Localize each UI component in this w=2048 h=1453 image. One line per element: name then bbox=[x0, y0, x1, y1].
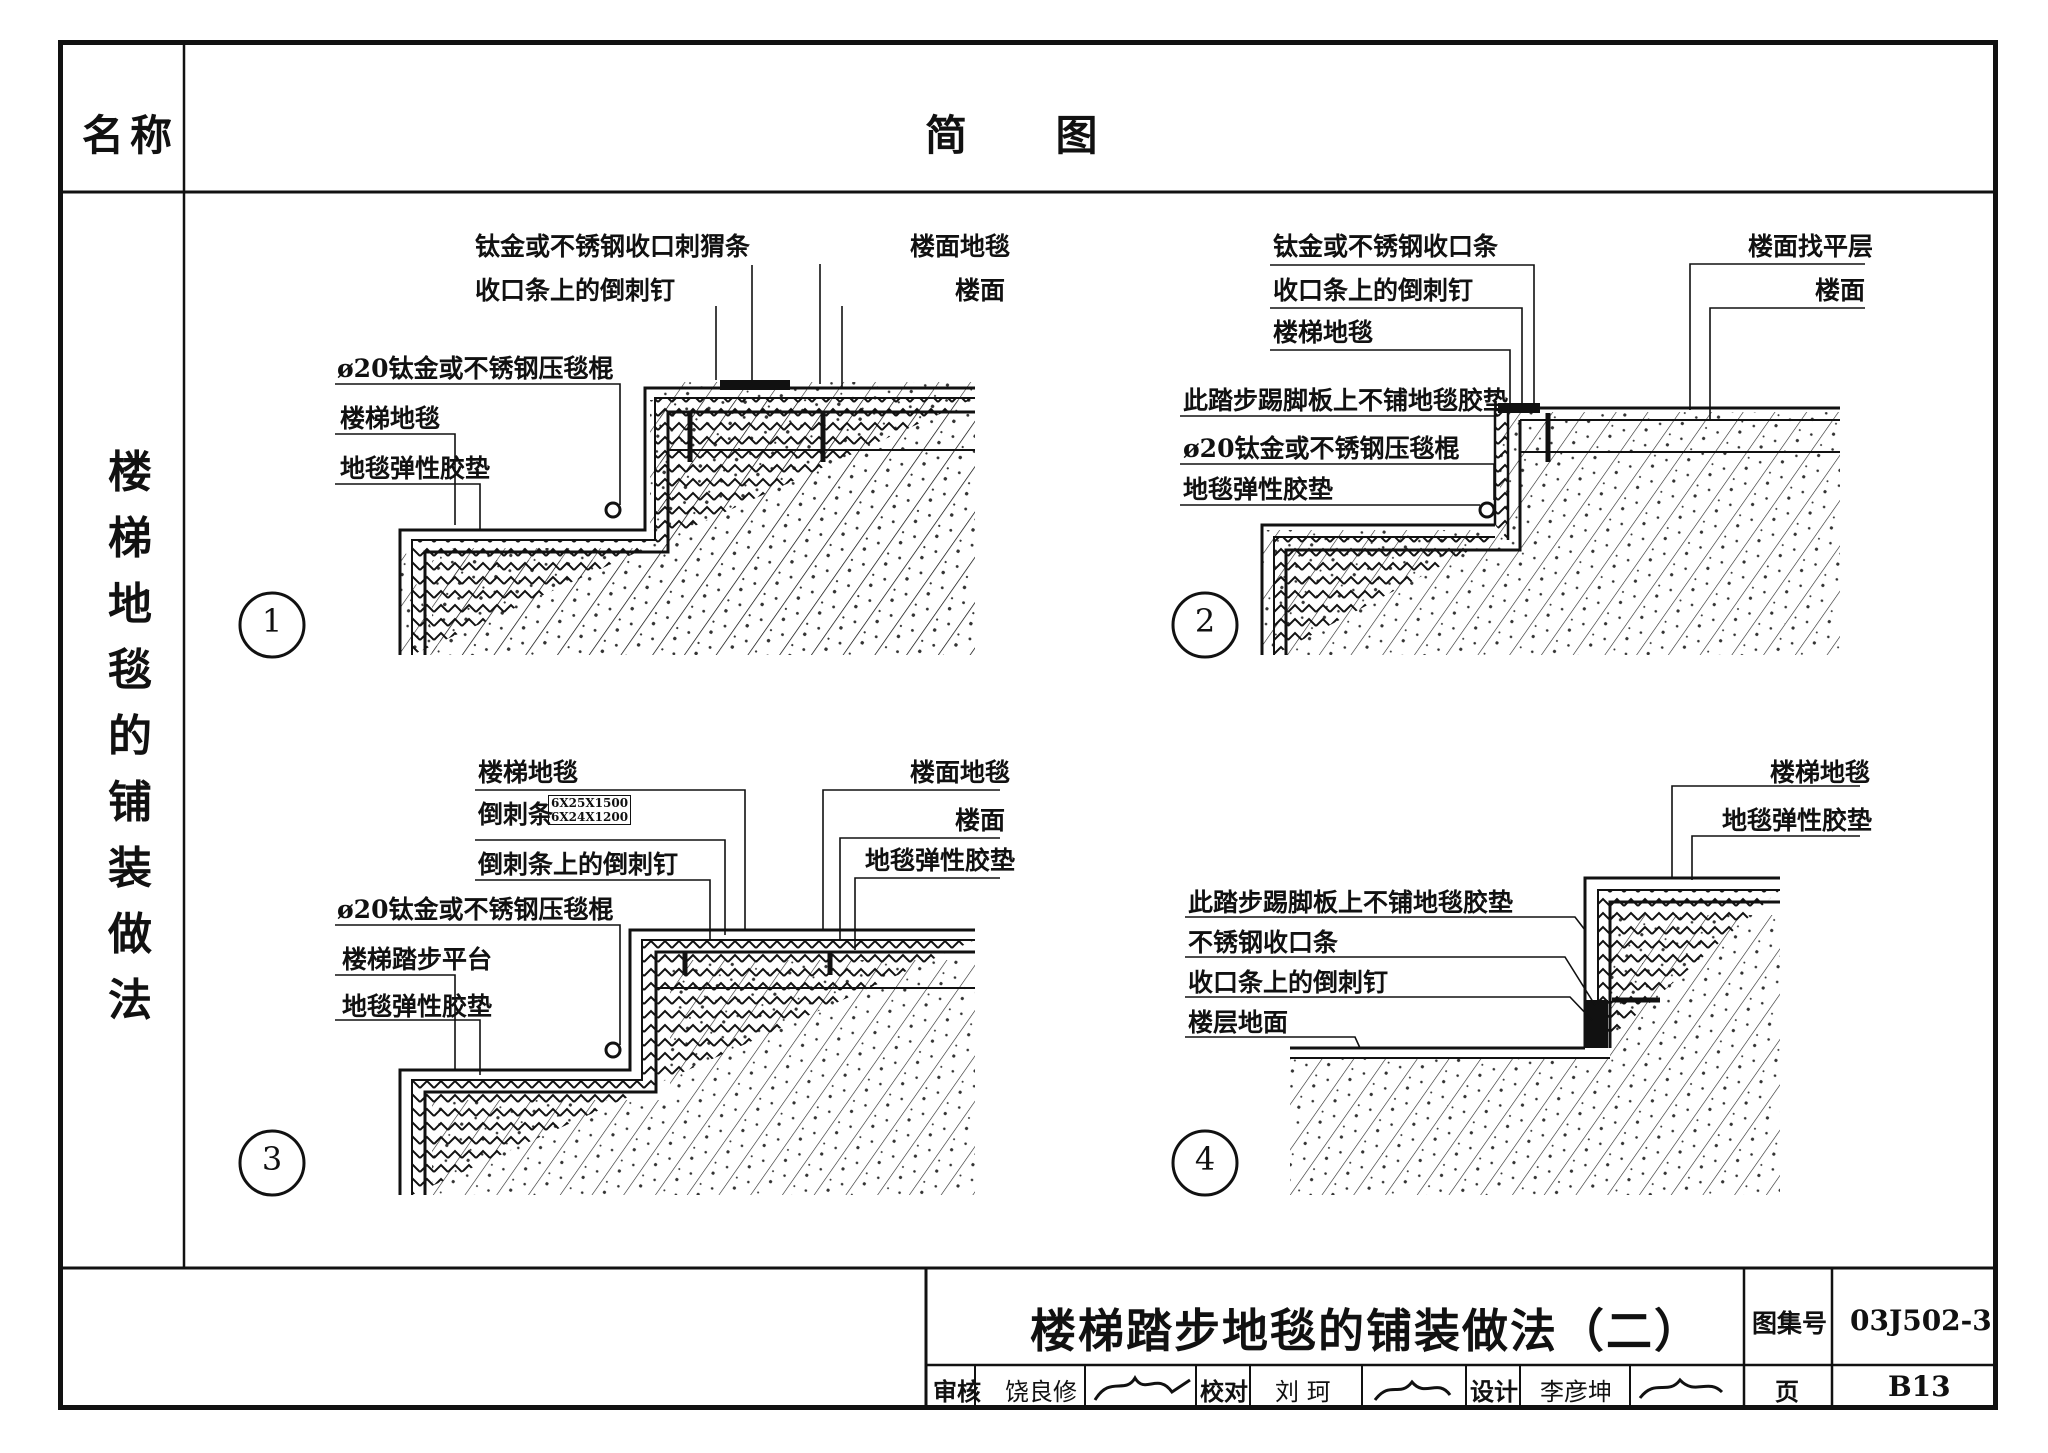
side-title-char: 的 bbox=[108, 711, 152, 762]
d2-number: 2 bbox=[1194, 602, 1216, 640]
d3-strip-spec-a: 6X25X1500 bbox=[551, 796, 629, 810]
side-title-char: 楼 bbox=[108, 447, 152, 498]
drawing-title: 楼梯踏步地毯的铺装做法（二） bbox=[1030, 1304, 1702, 1358]
reviewer-name: 饶良修 bbox=[1005, 1378, 1077, 1406]
d1-label: 楼面 bbox=[955, 276, 1006, 305]
d2-label: 楼面 bbox=[1815, 276, 1866, 305]
side-title-char: 铺 bbox=[108, 777, 152, 828]
designer-name: 李彦坤 bbox=[1540, 1378, 1612, 1406]
drawing-frame bbox=[58, 40, 1998, 1410]
detail-4-section bbox=[1171, 785, 1860, 1197]
d3-label: ø20钛金或不锈钢压毯棍 bbox=[337, 895, 614, 924]
check-label: 校对 bbox=[1200, 1377, 1248, 1406]
signature-images bbox=[1093, 1375, 1724, 1401]
d1-number: 1 bbox=[261, 602, 283, 640]
d2-label: 楼梯地毯 bbox=[1273, 318, 1374, 347]
d3-label: 地毯弹性胶垫 bbox=[865, 846, 1016, 875]
side-title-char: 毯 bbox=[108, 645, 152, 696]
d1-label: 收口条上的倒刺钉 bbox=[475, 276, 676, 305]
side-title-char: 梯 bbox=[108, 513, 152, 564]
d4-number: 4 bbox=[1194, 1140, 1216, 1178]
frame-grid bbox=[62, 44, 1994, 1406]
d1-label: 钛金或不锈钢收口刺猬条 bbox=[475, 232, 751, 261]
d3-label: 倒刺条 bbox=[478, 800, 554, 829]
d4-label: 此踏步踢脚板上不铺地毯胶垫 bbox=[1188, 888, 1514, 917]
d3-number: 3 bbox=[261, 1140, 283, 1178]
design-label: 设计 bbox=[1470, 1377, 1518, 1406]
d3-label: 倒刺条上的倒刺钉 bbox=[478, 850, 679, 879]
detail-1-section bbox=[238, 264, 975, 659]
d2-label: 收口条上的倒刺钉 bbox=[1273, 276, 1474, 305]
side-title: 楼 梯 地 毯 的 铺 装 做 法 bbox=[100, 440, 160, 1034]
header-diagram-column: 简 图 bbox=[925, 111, 1104, 160]
d1-label: 地毯弹性胶垫 bbox=[340, 454, 491, 483]
d3-label: 地毯弹性胶垫 bbox=[342, 992, 493, 1021]
d2-label: ø20钛金或不锈钢压毯棍 bbox=[1183, 434, 1460, 463]
d1-label: 楼面地毯 bbox=[910, 232, 1011, 261]
page-number: B13 bbox=[1888, 1370, 1951, 1403]
checker-name: 刘 珂 bbox=[1275, 1378, 1331, 1406]
d1-label: 楼梯地毯 bbox=[340, 404, 441, 433]
review-label: 审核 bbox=[933, 1377, 981, 1406]
side-title-char: 地 bbox=[108, 579, 152, 630]
d4-label: 不锈钢收口条 bbox=[1188, 928, 1339, 957]
d4-label: 楼梯地毯 bbox=[1770, 758, 1871, 787]
detail-3-section bbox=[238, 789, 1000, 1197]
d3-label: 楼面地毯 bbox=[910, 758, 1011, 787]
d2-label: 钛金或不锈钢收口条 bbox=[1273, 232, 1499, 261]
d3-label: 楼面 bbox=[955, 806, 1006, 835]
atlas-number: 03J502-3 bbox=[1850, 1304, 1992, 1337]
d4-label: 楼层地面 bbox=[1188, 1008, 1289, 1037]
d3-label: 楼梯地毯 bbox=[478, 758, 579, 787]
d4-label: 收口条上的倒刺钉 bbox=[1188, 968, 1389, 997]
d1-label: ø20钛金或不锈钢压毯棍 bbox=[337, 354, 614, 383]
detail-2-section bbox=[1171, 263, 1865, 659]
d3-strip-spec: 6X25X1500 6X24X1200 bbox=[548, 795, 632, 825]
side-title-char: 法 bbox=[108, 975, 152, 1026]
d2-label: 楼面找平层 bbox=[1748, 232, 1874, 261]
d3-label: 楼梯踏步平台 bbox=[342, 945, 493, 974]
d2-label: 地毯弹性胶垫 bbox=[1183, 475, 1334, 504]
d3-strip-spec-b: 6X24X1200 bbox=[551, 810, 629, 824]
d2-label: 此踏步踢脚板上不铺地毯胶垫 bbox=[1183, 386, 1509, 415]
side-title-char: 装 bbox=[108, 843, 152, 894]
side-title-char: 做 bbox=[108, 909, 152, 960]
header-name-column: 名称 bbox=[82, 111, 179, 160]
page-label: 页 bbox=[1775, 1377, 1799, 1406]
atlas-label: 图集号 bbox=[1752, 1309, 1828, 1338]
d4-label: 地毯弹性胶垫 bbox=[1722, 806, 1873, 835]
